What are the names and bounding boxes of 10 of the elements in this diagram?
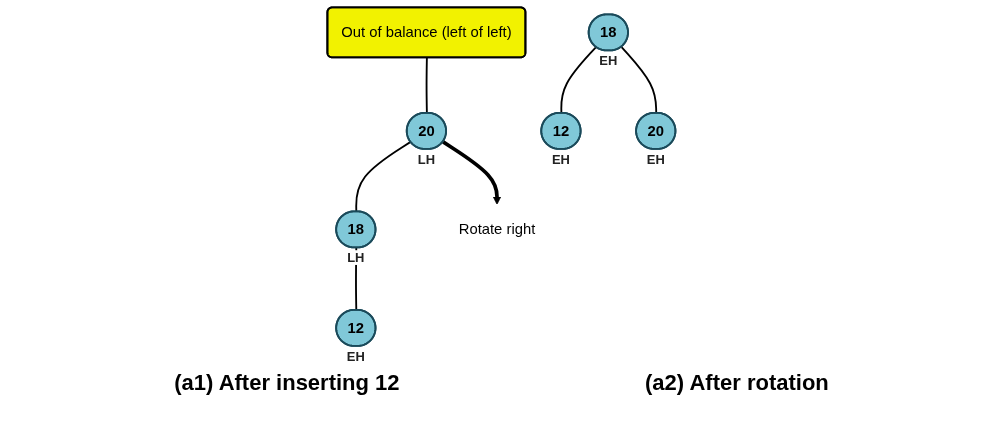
balance-factor-label: EH	[552, 151, 570, 167]
balance-factor-label: LH	[417, 151, 436, 167]
node-text: Rotate right	[458, 221, 536, 237]
balance-factor-label: EH	[646, 151, 665, 167]
balance-factor-label: EH	[599, 53, 618, 69]
caption: (a2) After rotation	[645, 370, 829, 396]
caption: (a1) After inserting 12	[174, 370, 400, 396]
balance-factor-label: EH	[346, 348, 365, 364]
arrow	[442, 140, 502, 205]
connector	[355, 140, 412, 213]
